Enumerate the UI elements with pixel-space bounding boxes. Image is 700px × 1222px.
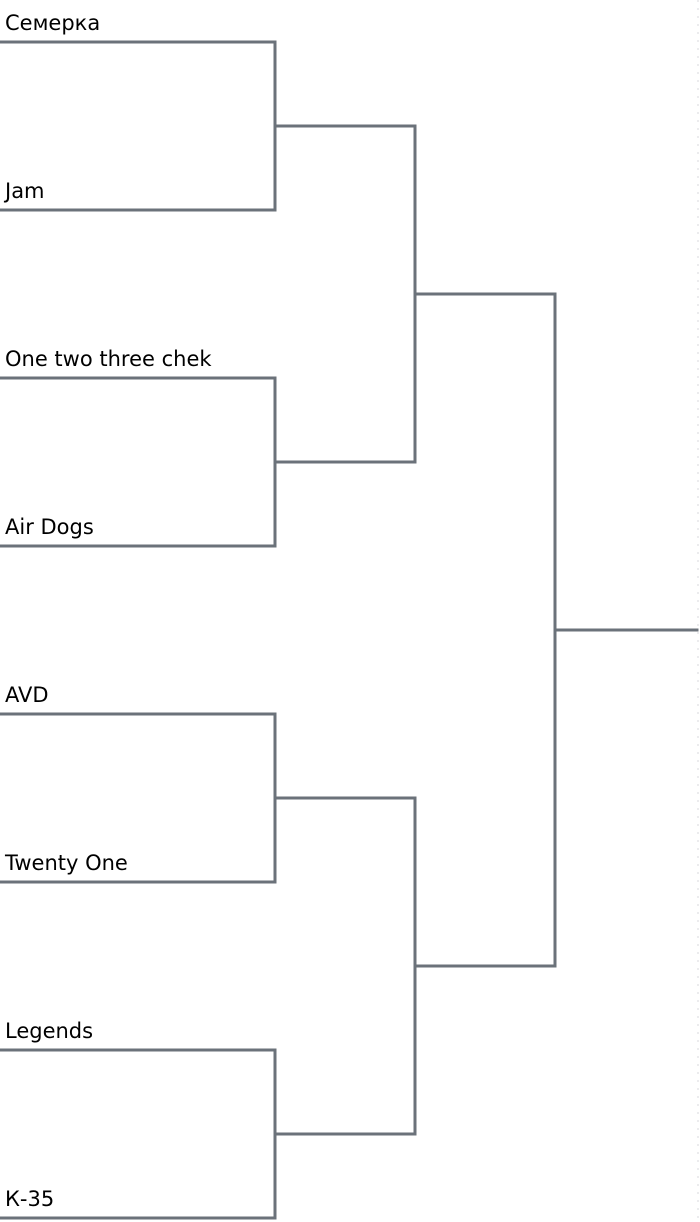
team-label-8: К-35 [5,1187,55,1211]
team-label-6: Twenty One [5,851,128,875]
team-label-3: One two three chek [5,347,212,371]
team-label-5: AVD [5,683,49,707]
team-label-1: Семерка [5,11,101,35]
team-label-4: Air Dogs [5,515,94,539]
team-label-7: Legends [5,1019,94,1043]
team-label-2: Jam [5,179,45,203]
